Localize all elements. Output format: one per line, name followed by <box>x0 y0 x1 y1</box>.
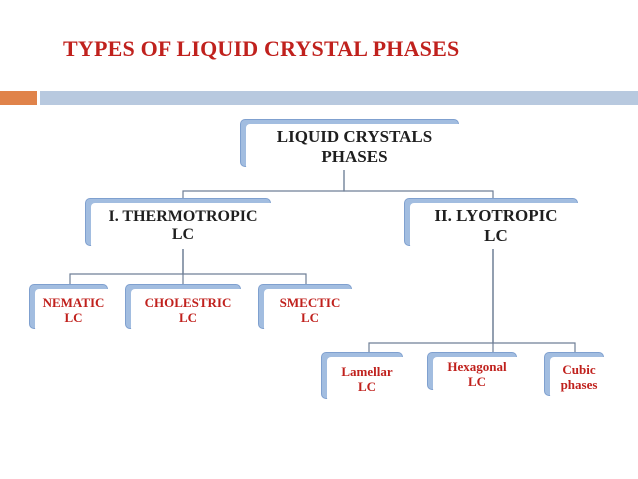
node-line: I. THERMOTROPIC <box>108 207 258 225</box>
accent-bar <box>0 91 37 105</box>
node-line: Lamellar <box>341 363 393 379</box>
node-line: LC <box>171 226 195 243</box>
node-line: SMECTIC <box>279 294 341 310</box>
node-line: LC <box>357 378 377 394</box>
edge-root-thermotropic <box>182 170 345 199</box>
page-title: TYPES OF LIQUID CRYSTAL PHASES <box>63 36 460 61</box>
node-line: NEMATIC <box>42 294 105 310</box>
node-line: LC <box>300 309 320 325</box>
node-line: LC <box>64 309 83 325</box>
node-line: Cubic <box>562 362 596 378</box>
node-line: II. LYOTROPIC <box>434 206 558 226</box>
edge-thermotropic-nematic <box>69 249 184 285</box>
node-line: LIQUID CRYSTALS <box>276 127 433 147</box>
node-line: CHOLESTRIC <box>144 294 232 310</box>
node-line: PHASES <box>321 147 388 166</box>
edge-root-lyotropic <box>343 170 494 199</box>
node-line: Hexagonal <box>447 359 507 375</box>
node-line: phases <box>560 377 598 392</box>
edge-lyotropic-cubic <box>492 249 576 353</box>
node-line: LC <box>178 309 198 325</box>
node-line: LC <box>467 374 487 389</box>
node-line: LC <box>484 226 508 245</box>
edge-thermotropic-smectic <box>182 249 307 285</box>
title-underline-bar <box>40 91 638 105</box>
edge-lyotropic-lamellar <box>368 249 494 353</box>
